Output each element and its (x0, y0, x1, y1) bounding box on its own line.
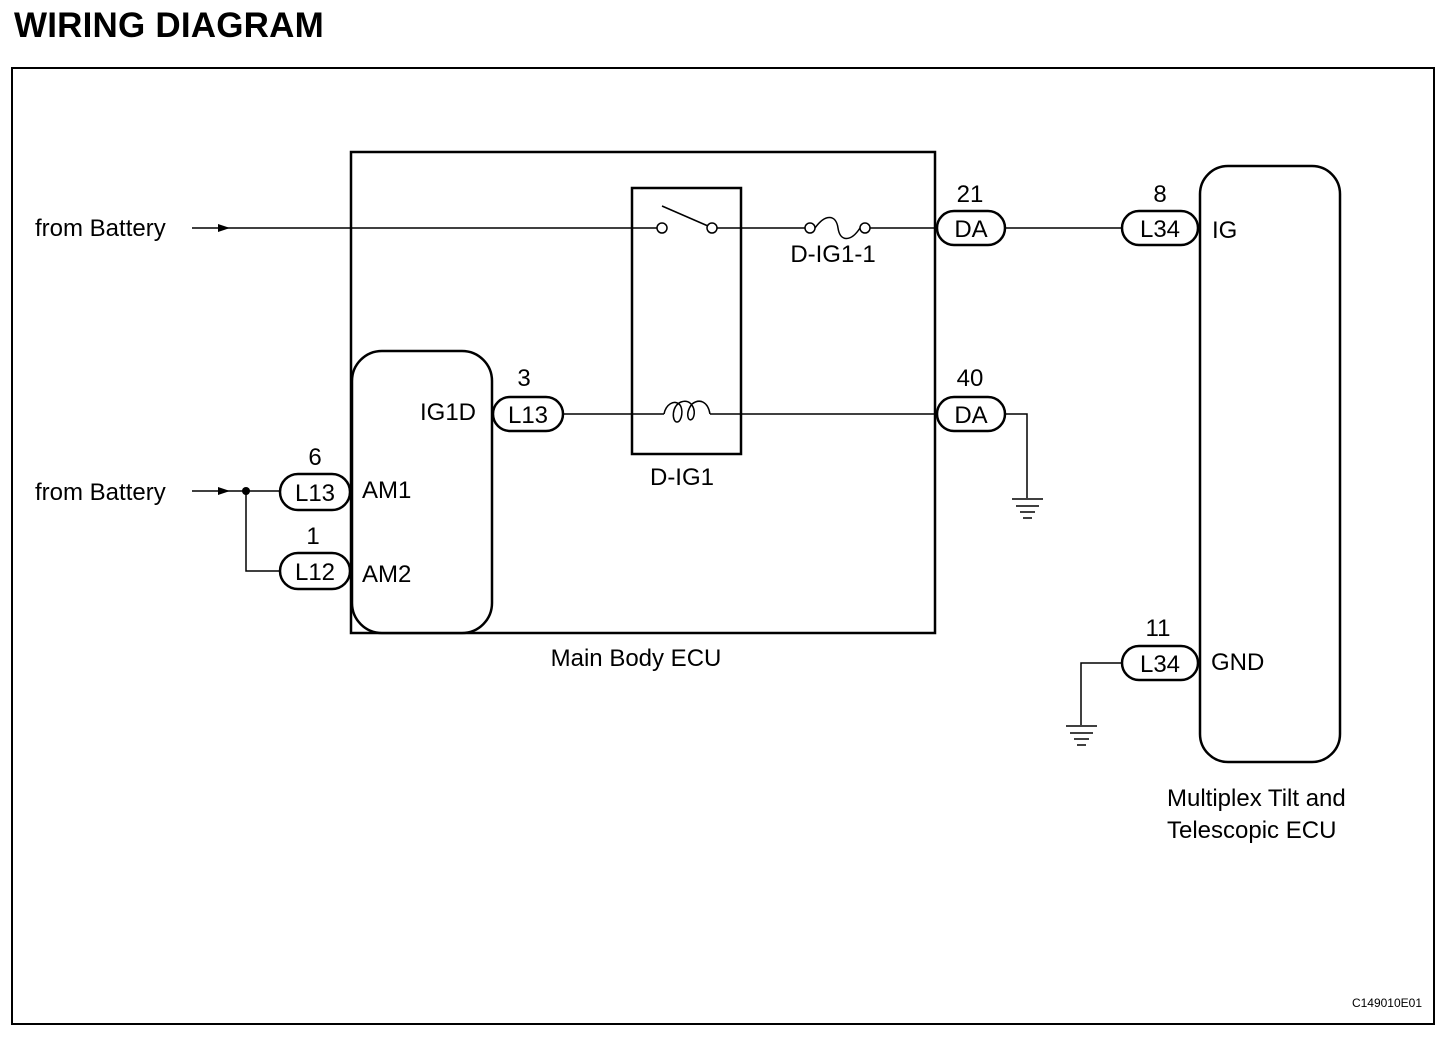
connector-l34-8-code: L34 (1140, 216, 1180, 243)
tilt-ecu-label-line1: Multiplex Tilt and (1167, 785, 1346, 812)
connector-l13-6-code: L13 (295, 480, 335, 507)
pin-number-1: 1 (306, 523, 319, 550)
tilt-telescopic-ecu-box (1198, 164, 1342, 764)
connector-l34-11-code: L34 (1140, 651, 1180, 678)
ground-icon (1012, 498, 1043, 519)
fuse-icon (814, 216, 861, 240)
connector-da-40-code: DA (954, 402, 987, 429)
relay-coil-icon (663, 400, 711, 423)
relay-switch-contact-left (656, 222, 668, 234)
terminal-am2: AM2 (362, 561, 411, 588)
connector-l12-1-code: L12 (295, 559, 335, 586)
terminal-gnd: GND (1211, 649, 1264, 676)
battery-source-1-label: from Battery (35, 215, 166, 242)
connector-l13-6 (278, 472, 352, 512)
pin-number-6: 6 (308, 444, 321, 471)
relay-d-ig1-box (630, 186, 743, 456)
pin-number-3: 3 (517, 365, 530, 392)
inner-control-module (350, 349, 494, 635)
terminal-ig: IG (1212, 217, 1237, 244)
page-title: WIRING DIAGRAM (14, 6, 324, 45)
battery-source-2-label: from Battery (35, 479, 166, 506)
connector-l12-1 (278, 551, 352, 591)
connector-da-21-code: DA (954, 216, 987, 243)
wire-da40-to-ground (1005, 413, 1028, 498)
terminal-ig1d: IG1D (420, 399, 476, 426)
connector-l34-8 (1120, 209, 1200, 247)
wire-junction-to-am2 (245, 491, 281, 572)
pin-number-40: 40 (957, 365, 984, 392)
fuse-terminal-left (804, 222, 816, 234)
fuse-terminal-right (859, 222, 871, 234)
ground-icon (1066, 725, 1097, 746)
fuse-label: D-IG1-1 (790, 241, 875, 268)
diagram-frame (11, 67, 1435, 1025)
tilt-ecu-label-line2: Telescopic ECU (1167, 817, 1336, 844)
main-body-ecu-label: Main Body ECU (551, 645, 722, 672)
relay-switch-contact-right (706, 222, 718, 234)
terminal-am1: AM1 (362, 477, 411, 504)
relay-d-ig1-label: D-IG1 (650, 464, 714, 491)
connector-l13-3-code: L13 (508, 402, 548, 429)
figure-code: C149010E01 (1352, 996, 1422, 1010)
pin-number-11: 11 (1146, 615, 1171, 642)
relay-switch-blade (661, 205, 709, 227)
pin-number-21: 21 (957, 181, 984, 208)
pin-number-8: 8 (1153, 181, 1166, 208)
wire-l34-to-ground (1080, 662, 1122, 725)
